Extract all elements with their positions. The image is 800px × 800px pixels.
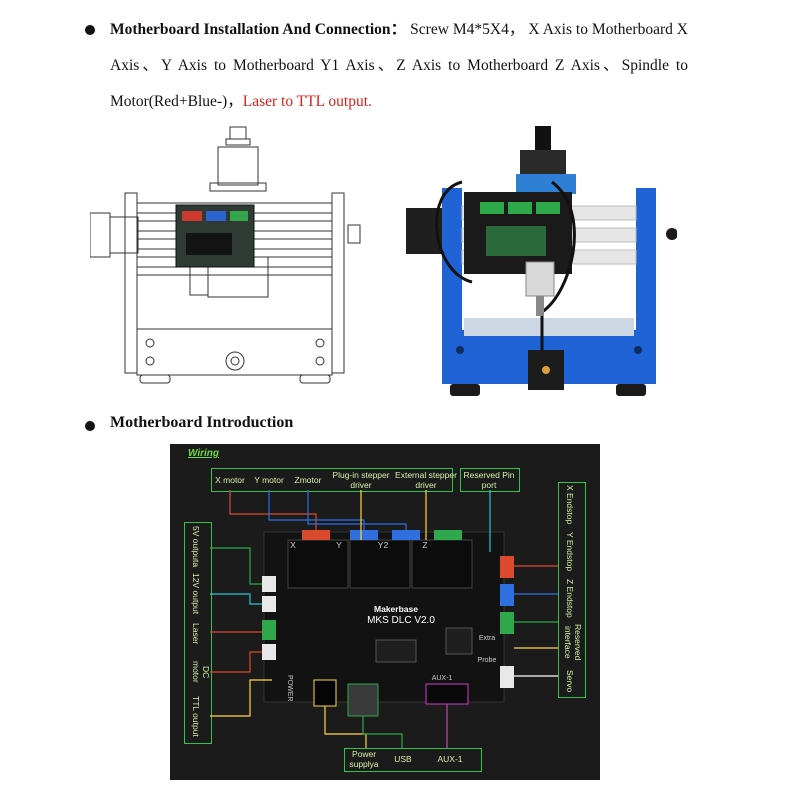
label-5v-output: 5V outputa: [191, 526, 201, 568]
label-x-endstop: X Endstop: [565, 485, 575, 525]
mark-z: Z: [422, 540, 428, 550]
mark-x: X: [290, 540, 296, 550]
board-brand: Makerbase: [374, 604, 418, 614]
label-y-endstop: Y Endstop: [565, 532, 575, 572]
label-z-motor: Zmotor: [294, 475, 322, 485]
label-plugin-driver: Plug-in stepper driver: [332, 470, 390, 490]
laser-note: Laser to TTL output.: [242, 93, 372, 110]
label-servo: Servo: [565, 669, 575, 693]
bullet-2: [85, 421, 95, 431]
mark-extra: Extra: [478, 635, 496, 642]
label-y-motor: Y motor: [254, 475, 284, 485]
installation-paragraph: Motherboard Installation And Connection：…: [110, 12, 688, 120]
top-label-box: [211, 468, 453, 492]
label-power-supply: Power supplya: [349, 749, 379, 769]
label-dc-motor: DC motor: [191, 661, 211, 683]
installation-text: Screw M4*5X4， X Axis to Motherboard X Ax…: [110, 21, 688, 110]
label-external-driver: External stepper driver: [395, 470, 457, 490]
label-x-motor: X motor: [215, 475, 245, 485]
label-laser: Laser: [191, 623, 201, 645]
machine-photo: [402, 122, 677, 400]
mark-aux1: AUX-1: [431, 675, 453, 682]
board-graphic: [210, 490, 558, 748]
label-usb: USB: [394, 754, 412, 764]
introduction-heading: Motherboard Introduction: [110, 414, 294, 431]
label-ttl-output: TTL output: [191, 695, 201, 737]
label-reserved-interface: Reserved interface: [563, 623, 583, 661]
wiring-diagram: Wiring X motor Y motor Zmotor Plug-in st…: [170, 444, 600, 780]
left-label-box: [184, 522, 212, 744]
right-label-box: [558, 482, 586, 698]
mark-y2: Y2: [377, 540, 389, 550]
wiring-title: Wiring: [188, 448, 220, 459]
mark-y: Y: [336, 540, 342, 550]
installation-heading: Motherboard Installation And Connection：: [110, 21, 407, 38]
bottom-label-box: [344, 748, 482, 772]
bullet-1: [85, 25, 95, 35]
label-12v-output: 12V output: [191, 573, 201, 615]
label-aux1: AUX-1: [437, 754, 463, 764]
mark-probe: Probe: [477, 657, 497, 664]
label-reserved-pin: Reserved Pin port: [463, 470, 515, 490]
machine-line-drawing: [90, 126, 361, 384]
mark-power: POWER: [286, 674, 293, 702]
label-z-endstop: Z Endstop: [565, 578, 575, 618]
board-model: MKS DLC V2.0: [367, 615, 435, 626]
